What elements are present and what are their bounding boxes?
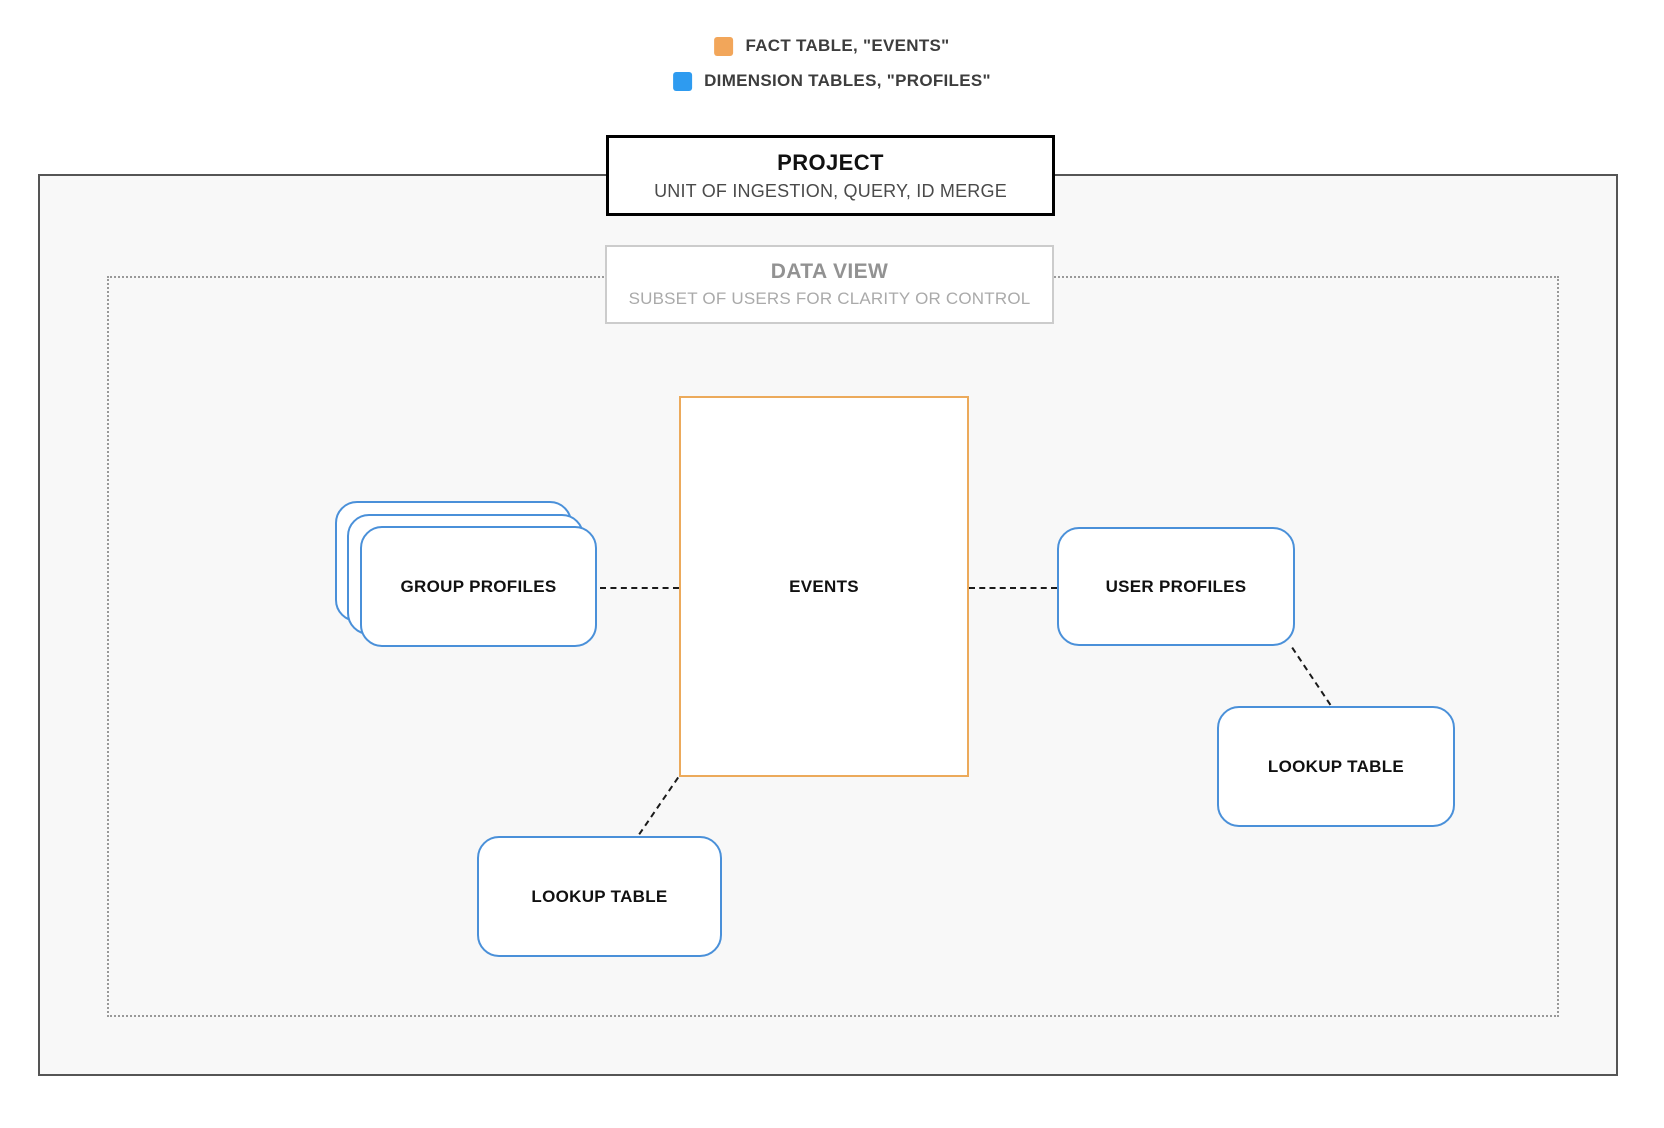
legend-dimension-label: DIMENSION TABLES, "PROFILES" xyxy=(704,71,991,90)
lookup-table-bottom-label: LOOKUP TABLE xyxy=(531,886,668,906)
legend-item-dimension-tables: DIMENSION TABLES, "PROFILES" xyxy=(673,71,991,91)
node-group-profiles[interactable]: GROUP PROFILES xyxy=(360,526,597,647)
node-events[interactable]: EVENTS xyxy=(679,396,969,777)
node-user-profiles[interactable]: USER PROFILES xyxy=(1057,527,1295,646)
node-lookup-table-bottom[interactable]: LOOKUP TABLE xyxy=(477,836,722,957)
events-label: EVENTS xyxy=(789,576,859,596)
project-title-box: PROJECT UNIT OF INGESTION, QUERY, ID MER… xyxy=(606,135,1055,216)
node-lookup-table-right[interactable]: LOOKUP TABLE xyxy=(1217,706,1455,827)
project-title: PROJECT xyxy=(777,149,884,175)
project-subtitle: UNIT OF INGESTION, QUERY, ID MERGE xyxy=(654,180,1007,201)
legend-fact-label: FACT TABLE, "EVENTS" xyxy=(745,36,950,55)
connector-group-profiles-events xyxy=(600,587,679,589)
group-profiles-label: GROUP PROFILES xyxy=(400,576,557,596)
dimension-color-swatch-icon xyxy=(673,71,693,91)
connector-events-user-profiles xyxy=(969,587,1057,589)
data-view-title: DATA VIEW xyxy=(770,260,889,283)
fact-color-swatch-icon xyxy=(714,36,734,56)
legend: FACT TABLE, "EVENTS" DIMENSION TABLES, "… xyxy=(673,36,991,91)
data-view-subtitle: SUBSET OF USERS FOR CLARITY OR CONTROL xyxy=(628,289,1031,308)
user-profiles-label: USER PROFILES xyxy=(1105,576,1247,596)
data-view-title-box: DATA VIEW SUBSET OF USERS FOR CLARITY OR… xyxy=(605,245,1054,324)
lookup-table-right-label: LOOKUP TABLE xyxy=(1267,756,1405,776)
legend-item-fact-table: FACT TABLE, "EVENTS" xyxy=(714,36,949,56)
